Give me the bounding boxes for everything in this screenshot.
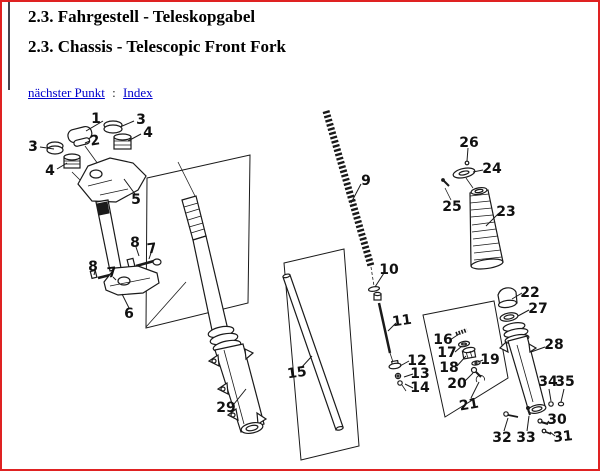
part-label-3-2: 3 [28, 139, 38, 155]
part-9-main-spring [322, 110, 375, 267]
steering-stem [95, 199, 122, 272]
part-label-19-22: 19 [480, 352, 499, 368]
part-4-nut-right [113, 133, 132, 150]
part-label-11-14: 11 [391, 312, 413, 331]
part-23-rubber-gaiter [469, 186, 504, 270]
detail-box-seal-kit [422, 300, 509, 418]
part-20-bolt [470, 366, 482, 378]
part-8-washer-lower [89, 269, 98, 280]
detail-box-damper-tube [283, 248, 360, 461]
nav-separator: : [112, 85, 116, 100]
part-3-nut-right [103, 120, 123, 134]
part-label-1-0: 1 [91, 111, 101, 127]
part-label-34-37: 34 [538, 374, 558, 390]
part-label-12-15: 12 [407, 353, 426, 369]
part-15-damper-tube [282, 273, 344, 431]
part-label-13-16: 13 [410, 366, 429, 382]
part-25-pin [441, 178, 452, 201]
part-label-21-24: 21 [458, 395, 480, 414]
part-label-29-32: 29 [216, 400, 235, 416]
left-edge-artifact [8, 2, 10, 90]
part-label-18-21: 18 [439, 360, 458, 376]
part-label-28-31: 28 [544, 337, 563, 353]
part-label-30-33: 30 [547, 412, 567, 428]
leader-lines [39, 120, 565, 437]
part-2-pin [73, 137, 91, 147]
part-label-8-9: 8 [88, 259, 98, 275]
part-label-27-30: 27 [528, 301, 547, 317]
part-label-5-6: 5 [131, 192, 141, 208]
next-point-link[interactable]: nächster Punkt [28, 85, 105, 100]
part-19-washer [471, 360, 481, 366]
part-label-4-3: 4 [45, 163, 55, 179]
part-label-8-7: 8 [130, 235, 140, 251]
page-title-english: 2.3. Chassis - Telescopic Front Fork [28, 37, 287, 56]
part-label-2-1: 2 [89, 132, 101, 149]
part-label-10-13: 10 [379, 262, 399, 278]
part-22-cap [497, 287, 518, 309]
part-label-7-10: 7 [106, 264, 118, 281]
nav-links: nächster Punkt : Index [28, 85, 153, 101]
part-29-left-slider [207, 343, 268, 434]
part-18-seal [461, 346, 477, 360]
part-label-33-36: 33 [516, 430, 535, 446]
page-title-german: 2.3. Fahrgestell - Teleskopgabel [28, 7, 256, 26]
part-10-washer-nut [367, 286, 382, 301]
part-label-15-18: 15 [286, 364, 308, 383]
left-fork-tube [181, 195, 242, 353]
part-label-7-8: 7 [146, 240, 158, 257]
part-35-nut [557, 401, 565, 407]
part-11-damper-rod [377, 302, 394, 363]
part-label-3-4: 3 [136, 112, 146, 128]
part-label-35-38: 35 [555, 374, 574, 390]
part-3-nut-left [46, 141, 64, 155]
part-30-bolt [537, 418, 549, 425]
part-label-23-26: 23 [496, 204, 515, 220]
part-label-6-11: 6 [124, 306, 134, 322]
part-14-screw [397, 380, 407, 392]
part-label-20-23: 20 [447, 376, 467, 392]
part-label-32-35: 32 [492, 430, 511, 446]
part-label-4-5: 4 [143, 125, 153, 141]
part-13-clip [394, 372, 402, 380]
index-link[interactable]: Index [123, 85, 153, 100]
part-label-22-25: 22 [520, 285, 539, 301]
part-6-lower-triple-clamp [103, 265, 160, 296]
part-28-right-slider [498, 322, 547, 414]
part-31-screw [541, 428, 552, 435]
part-label-14-17: 14 [410, 380, 430, 396]
part-label-24-27: 24 [482, 161, 502, 177]
part-label-26-29: 26 [459, 135, 478, 151]
part-label-31-34: 31 [552, 428, 573, 446]
part-7-bolt-upper [135, 258, 162, 268]
box-corner-line [145, 281, 187, 328]
part-24-plate [452, 167, 476, 179]
part-27-seal-ring [499, 312, 519, 322]
part-33-pin [526, 406, 531, 416]
part-32-screw [503, 411, 519, 418]
part-label-16-19: 16 [433, 332, 452, 348]
part-16-small-spring [455, 328, 468, 336]
part-4-nut-left [63, 153, 81, 169]
part-21-circlip [475, 375, 485, 383]
part-26-screw [464, 160, 470, 166]
part-34-washer [548, 401, 554, 407]
part-label-17-20: 17 [437, 345, 456, 361]
part-label-9-12: 9 [361, 173, 371, 189]
part-12-flanged-nut [388, 359, 402, 370]
part-label-25-28: 25 [442, 199, 461, 215]
part-17-cup-washer [457, 340, 471, 348]
